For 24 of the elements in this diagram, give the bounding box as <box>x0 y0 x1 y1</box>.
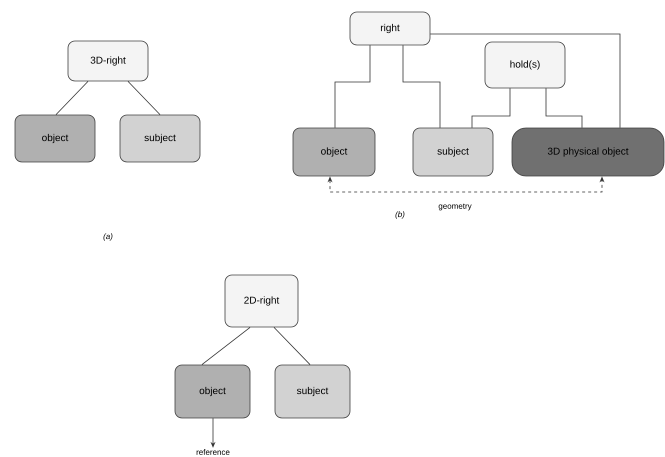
rounded-box: 2D-right <box>224 274 298 328</box>
connector-line <box>334 45 370 128</box>
rounded-box: subject <box>412 128 494 176</box>
connector-line <box>472 88 510 128</box>
rounded-box: subject <box>274 364 350 418</box>
connector-line <box>402 45 440 128</box>
rounded-box: right <box>350 12 430 46</box>
panel-label: (b) <box>396 211 404 219</box>
node-text: reference <box>196 449 230 455</box>
rounded-box: object <box>174 364 250 418</box>
connector-line <box>274 327 310 365</box>
rounded-box: subject <box>120 114 200 162</box>
connector-line <box>546 88 582 128</box>
connector-line <box>56 81 88 115</box>
connector-line <box>430 34 620 128</box>
rounded-box: hold(s) <box>484 42 566 88</box>
panel-label: (a) <box>104 233 112 241</box>
rounded-box: object <box>14 114 96 162</box>
rounded-box: object <box>292 128 376 176</box>
rounded-box: 3D physical object <box>512 128 664 176</box>
edge-label: geometry <box>437 202 473 212</box>
rounded-box: 3D-right <box>68 40 148 82</box>
connector-line <box>202 327 250 365</box>
connector-line <box>128 81 160 115</box>
